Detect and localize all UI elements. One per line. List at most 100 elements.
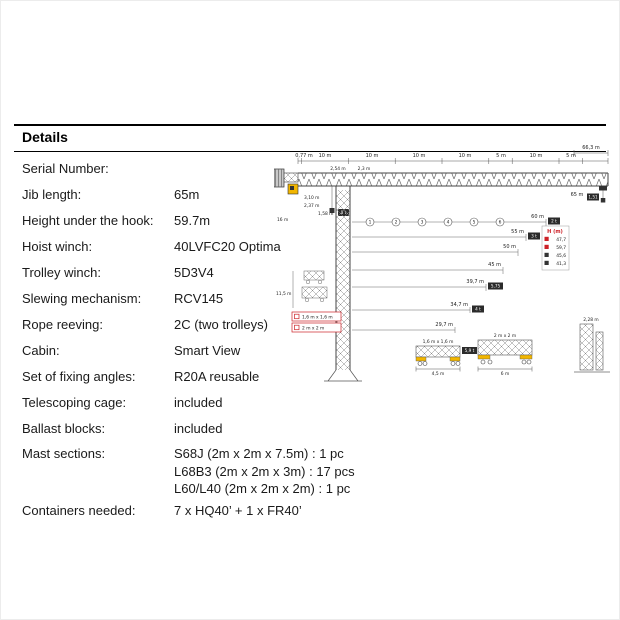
detail-value: R20A reusable bbox=[174, 369, 260, 384]
detail-label: Height under the hook: bbox=[22, 213, 154, 228]
detail-row-trolley-winch: Trolley winch: 5D3V4 bbox=[22, 260, 367, 286]
mast-icon bbox=[294, 313, 300, 320]
detail-row-slewing-mechanism: Slewing mechanism: RCV145 bbox=[22, 286, 367, 312]
detail-value: included bbox=[174, 421, 223, 436]
transport-b-dim bbox=[477, 366, 533, 372]
detail-row-serial-number: Serial Number: bbox=[22, 156, 367, 182]
radius-label: 34,7 m bbox=[450, 302, 468, 308]
mast-icon bbox=[294, 324, 300, 331]
detail-row-ballast-blocks: Ballast blocks: included bbox=[22, 416, 367, 442]
detail-label: Containers needed: bbox=[22, 502, 136, 518]
dim-label: 5 m bbox=[496, 153, 506, 159]
radius-label: 29,7 m bbox=[435, 322, 453, 328]
detail-label: Ballast blocks: bbox=[22, 421, 106, 436]
dim-label: 10 m bbox=[413, 153, 426, 159]
mast-size-tags: 1,6 m x 1,6 m 2 m x 2 m bbox=[291, 311, 342, 333]
detail-value: 65m bbox=[174, 187, 200, 202]
jib-truss bbox=[298, 172, 609, 187]
overall-length-label: 66,3 m bbox=[582, 145, 600, 151]
marker-number: 5 bbox=[473, 220, 476, 226]
header-divider bbox=[14, 151, 606, 152]
detail-label: Cabin: bbox=[22, 343, 60, 358]
detail-row-rope-reeving: Rope reeving: 2C (two trolleys) bbox=[22, 312, 367, 338]
jib-dimension-chain bbox=[297, 158, 609, 164]
capacity-badge bbox=[488, 282, 503, 290]
transport-sketch-a bbox=[415, 345, 461, 366]
capacity-label: 5,75 bbox=[491, 284, 501, 289]
radius-label: 45 m bbox=[488, 262, 501, 268]
dim-label: 10 m bbox=[319, 153, 332, 159]
detail-value: included bbox=[174, 395, 223, 410]
marker-number: 6 bbox=[499, 220, 502, 226]
weight-badge bbox=[462, 347, 477, 354]
transport-b-label: 2 m x 2 m bbox=[494, 333, 516, 339]
dim-label: 10 m bbox=[366, 153, 379, 159]
detail-row-cabin: Cabin: Smart View bbox=[22, 338, 367, 364]
dim-label: 10 m bbox=[530, 153, 543, 159]
detail-row-hoist-winch: Hoist winch: 40LVFC20 Optima bbox=[22, 234, 367, 260]
hook-assembly bbox=[329, 186, 335, 213]
radius-line-34-7m bbox=[352, 307, 471, 313]
detail-row-telescoping-cage: Telescoping cage: included bbox=[22, 390, 367, 416]
radius-label: 39,7 m bbox=[466, 279, 484, 285]
legend-value: 41,3 bbox=[556, 261, 566, 267]
dim-label: 1,58 m bbox=[318, 211, 333, 217]
marker-number: 2 bbox=[395, 220, 398, 226]
legend-value: 45,6 bbox=[556, 253, 566, 259]
detail-label: Jib length: bbox=[22, 187, 82, 202]
transport-a-dim-label: 4,5 m bbox=[432, 371, 445, 377]
radius-label: 55 m bbox=[511, 229, 524, 235]
transport-c-label: 2,28 m bbox=[583, 317, 598, 323]
detail-label: Rope reeving: bbox=[22, 317, 103, 332]
legend-icon bbox=[544, 244, 549, 249]
dim-label: 5 m bbox=[566, 153, 576, 159]
detail-label: Hoist winch: bbox=[22, 239, 93, 254]
detail-value: 5D3V4 bbox=[174, 265, 214, 280]
transport-a-label: 1,6 m x 1,6 m bbox=[423, 339, 454, 345]
detail-value: RCV145 bbox=[174, 291, 224, 306]
section-markers: 1 2 3 4 5 6 bbox=[365, 217, 505, 227]
radius-line-50m bbox=[352, 249, 519, 256]
tip-capacity-label: 1,51 bbox=[588, 195, 598, 200]
base-sketches bbox=[292, 270, 328, 308]
page-title: Details bbox=[22, 129, 68, 145]
detail-row-fixing-angles: Set of fixing angles: R20A reusable bbox=[22, 364, 367, 390]
detail-row-height-under-hook: Height under the hook: 59.7m bbox=[22, 208, 367, 234]
counterjib-length-label: 16 m bbox=[277, 217, 288, 223]
capacity-label: 2 t bbox=[551, 219, 557, 224]
marker-number: 3 bbox=[421, 220, 424, 226]
radius-line-39-7m bbox=[352, 284, 487, 291]
dim-label: 2,37 m bbox=[304, 203, 319, 209]
ballast-hatch bbox=[274, 169, 284, 187]
detail-value: 7 x HQ40’ + 1 x FR40’ bbox=[174, 502, 302, 518]
radius-line-45m bbox=[352, 267, 504, 274]
jib-tip-length-label: 65 m bbox=[571, 192, 584, 198]
detail-label: Trolley winch: bbox=[22, 265, 101, 280]
transport-sketch-c bbox=[574, 323, 610, 373]
legend-value: 59,7 bbox=[556, 245, 566, 251]
capacity-label: 3 t bbox=[531, 234, 537, 239]
dim-label: 2,3 m bbox=[358, 166, 371, 172]
legend-icon bbox=[544, 260, 549, 265]
base-height-label: 11,5 m bbox=[276, 291, 291, 297]
height-legend: H (m) 47,7 59,7 45,6 41,3 bbox=[541, 225, 570, 271]
legend-header: H (m) bbox=[547, 229, 563, 235]
dim-label: 10 m bbox=[459, 153, 472, 159]
top-divider bbox=[14, 124, 606, 126]
detail-value: 2C (two trolleys) bbox=[174, 317, 268, 332]
radius-label: 50 m bbox=[503, 244, 516, 250]
capacity-label: 4 t bbox=[475, 307, 481, 312]
detail-value: S68J (2m x 2m x 7.5m) : 1 pc L68B3 (2m x… bbox=[174, 446, 355, 496]
crane-diagram: 0,77 m 10 m 10 m 10 m 10 m 5 m 10 m 5 m … bbox=[273, 140, 618, 390]
legend-icon bbox=[544, 252, 549, 257]
detail-row-containers-needed: Containers needed: 7 x HQ40’ + 1 x FR40’ bbox=[22, 498, 367, 524]
detail-label: Mast sections: bbox=[22, 446, 106, 461]
detail-value: 59.7m bbox=[174, 213, 211, 228]
radius-line-55m bbox=[352, 234, 527, 241]
detail-label: Telescoping cage: bbox=[22, 395, 127, 410]
dim-label: 0,77 m bbox=[295, 153, 313, 159]
dim-label: 3,10 m bbox=[304, 195, 319, 201]
detail-row-jib-length: Jib length: 65m bbox=[22, 182, 367, 208]
details-table: Serial Number: Jib length: 65m Height un… bbox=[22, 156, 367, 524]
radius-line-29-7m bbox=[352, 327, 456, 333]
